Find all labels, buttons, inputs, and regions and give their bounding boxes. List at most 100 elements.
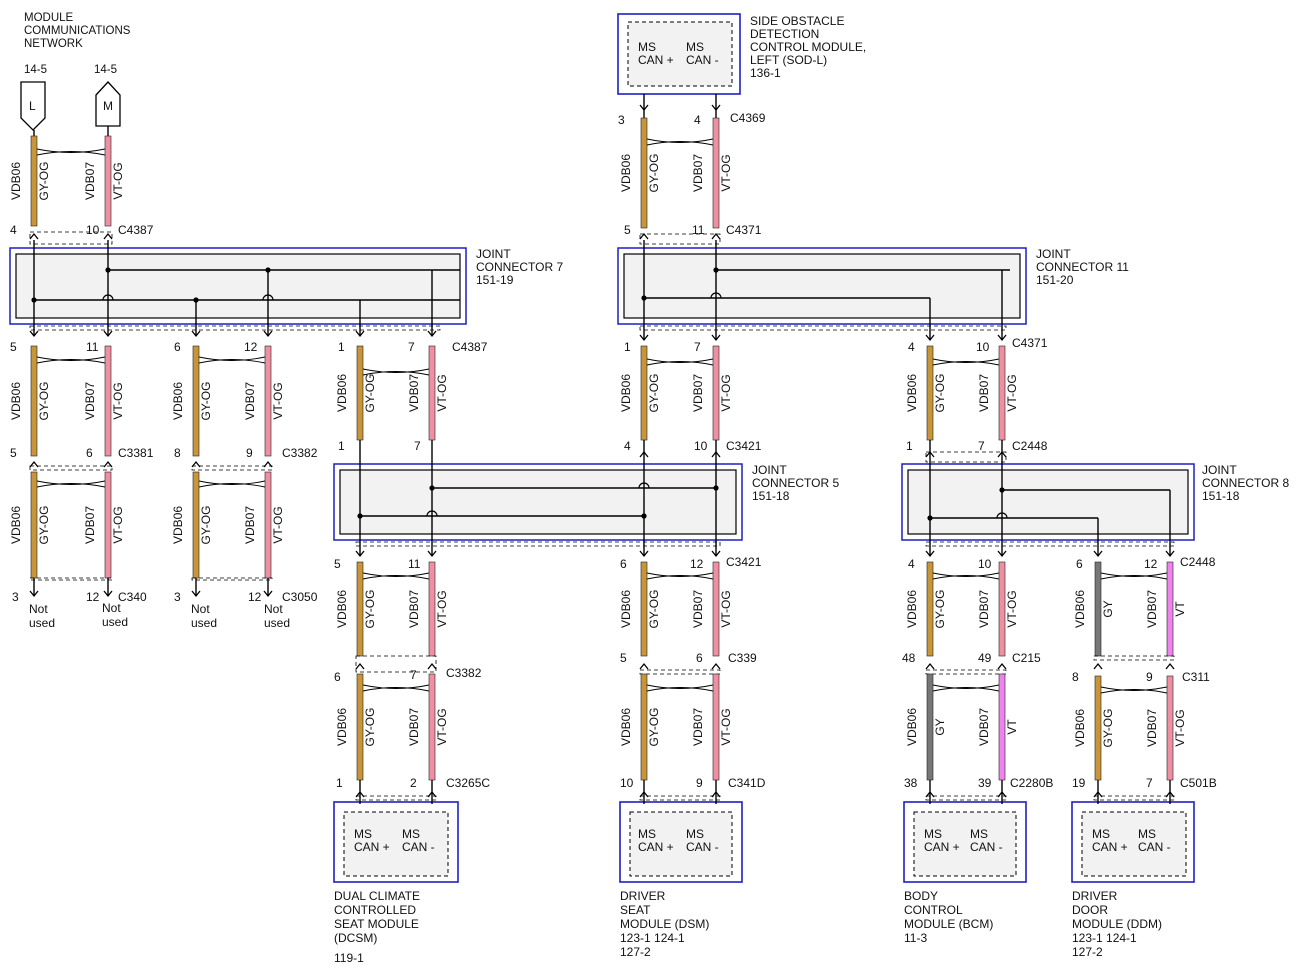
wire-color-label: VT-OG bbox=[111, 162, 125, 199]
wire-code-label: VDB06 bbox=[9, 162, 23, 200]
wire-code-label: VDB07 bbox=[977, 708, 991, 746]
pin-label: 11 bbox=[408, 557, 421, 571]
joint-connector-5: JOINT CONNECTOR 5 151-18 bbox=[333, 463, 839, 541]
splice-dot bbox=[429, 485, 435, 491]
wire-crossover bbox=[102, 294, 114, 301]
connector-outline bbox=[639, 325, 1007, 331]
pin-label: 11 bbox=[692, 223, 705, 237]
wire-code-label: VDB06 bbox=[171, 382, 185, 420]
wire-segment bbox=[104, 135, 112, 227]
arrow-down-icon bbox=[427, 550, 437, 558]
not-used-1a: Not bbox=[29, 602, 48, 616]
wire-code-label: VDB06 bbox=[9, 506, 23, 544]
wire-crossover bbox=[710, 292, 722, 299]
marker-m-shape bbox=[95, 81, 121, 127]
wire-code-label: VDB06 bbox=[619, 374, 633, 412]
connector-outline bbox=[639, 795, 721, 801]
splice-dot bbox=[713, 485, 719, 491]
arrow-down-icon bbox=[711, 334, 721, 342]
pin-label: 7 bbox=[694, 340, 701, 354]
wire-color-label: VT-OG bbox=[719, 708, 733, 745]
wire-color-label: GY-OG bbox=[933, 590, 947, 629]
wire-code-label: VDB07 bbox=[83, 382, 97, 420]
connector-outline bbox=[639, 669, 721, 675]
connector-outline bbox=[1093, 655, 1175, 661]
arrow-down-icon bbox=[925, 334, 935, 342]
twist-mark bbox=[646, 684, 714, 692]
splice-dot bbox=[641, 513, 647, 519]
pin-label: C3421 bbox=[726, 555, 762, 569]
pin-label: 12 bbox=[690, 557, 704, 571]
splice-dot bbox=[927, 515, 933, 521]
dcsm-name-5: 119-1 bbox=[334, 951, 364, 965]
pin-label: 8 bbox=[174, 446, 181, 460]
wire-segment bbox=[30, 135, 38, 227]
pin-label: C3381 bbox=[118, 446, 154, 460]
module-bcm: MS CAN + MS CAN - BODY CONTROL MODULE (B… bbox=[903, 801, 1027, 945]
wire-code-label: VDB07 bbox=[977, 374, 991, 412]
ddm-name-3: MODULE (DDM) bbox=[1072, 917, 1162, 931]
pin-label: 5 bbox=[10, 446, 17, 460]
wire-code-label: VDB07 bbox=[83, 506, 97, 544]
network-title-2: COMMUNICATIONS bbox=[24, 25, 131, 37]
wire-segment bbox=[998, 561, 1006, 657]
pin-label: 7 bbox=[414, 439, 421, 453]
twist-mark bbox=[646, 358, 714, 366]
wire-code-label: VDB06 bbox=[619, 708, 633, 746]
pin-label: 9 bbox=[246, 446, 253, 460]
ddm-pin-1b: CAN + bbox=[1092, 840, 1128, 854]
pin-label: 12 bbox=[86, 590, 100, 604]
not-used-4a: Not bbox=[264, 602, 283, 616]
sodl-name-3: CONTROL MODULE, bbox=[750, 40, 866, 54]
pin-label: 5 bbox=[10, 340, 17, 354]
jc11-label-1: JOINT bbox=[1036, 247, 1071, 261]
splice-dot bbox=[999, 487, 1005, 493]
wire-segment bbox=[264, 345, 272, 457]
pin-label: 3 bbox=[618, 113, 625, 127]
splice-dot bbox=[265, 267, 271, 273]
twist-mark bbox=[646, 572, 714, 580]
not-used-4b: used bbox=[264, 616, 290, 630]
wire-color-label: VT-OG bbox=[435, 708, 449, 745]
wire-code-label: VDB07 bbox=[977, 590, 991, 628]
splice-dot bbox=[713, 267, 719, 273]
arrow-down-icon bbox=[1165, 550, 1175, 558]
wire-crossover bbox=[638, 482, 650, 489]
dcsm-pin-2a: MS bbox=[402, 827, 420, 841]
pin-label: 4 bbox=[10, 223, 17, 237]
pin-label: 8 bbox=[1072, 670, 1079, 684]
pin-label: 7 bbox=[1146, 776, 1153, 790]
wire-color-label: VT-OG bbox=[271, 382, 285, 419]
connector-outline bbox=[639, 233, 721, 245]
wire-crossover bbox=[996, 512, 1008, 519]
wire-color-label: GY-OG bbox=[37, 162, 51, 201]
wire-color-label: GY bbox=[1101, 600, 1115, 617]
network-header: MODULE COMMUNICATIONS NETWORK 14-5 14-5 … bbox=[20, 12, 131, 131]
arrow-up-icon bbox=[103, 232, 113, 240]
jc5-label-3: 151-18 bbox=[752, 489, 790, 503]
twist-mark bbox=[198, 480, 266, 488]
wire-color-label: VT-OG bbox=[719, 590, 733, 627]
pin-label: 6 bbox=[334, 670, 341, 684]
arrow-down-icon bbox=[997, 550, 1007, 558]
wire-color-label: VT-OG bbox=[1005, 374, 1019, 411]
pin-label: 9 bbox=[696, 776, 703, 790]
wire-code-label: VDB07 bbox=[407, 374, 421, 412]
twist-mark bbox=[1100, 572, 1168, 580]
wire-color-label: GY-OG bbox=[37, 382, 51, 421]
marker-m-label: M bbox=[103, 99, 113, 113]
pin-label: 5 bbox=[624, 223, 631, 237]
wire-segment bbox=[1166, 561, 1174, 657]
ddm-name-1: DRIVER bbox=[1072, 889, 1118, 903]
wire-code-label: VDB06 bbox=[905, 374, 919, 412]
connector-outline bbox=[925, 541, 1175, 547]
bcm-name-2: CONTROL bbox=[904, 903, 963, 917]
arrow-up-icon bbox=[263, 460, 273, 468]
pin-label: C311 bbox=[1182, 670, 1210, 684]
wire-color-label: GY-OG bbox=[363, 374, 377, 413]
jc11-label-3: 151-20 bbox=[1036, 273, 1074, 287]
jc7-label-3: 151-19 bbox=[476, 273, 514, 287]
wire-color-label: GY-OG bbox=[647, 154, 661, 193]
pin-label: 49 bbox=[978, 651, 992, 665]
